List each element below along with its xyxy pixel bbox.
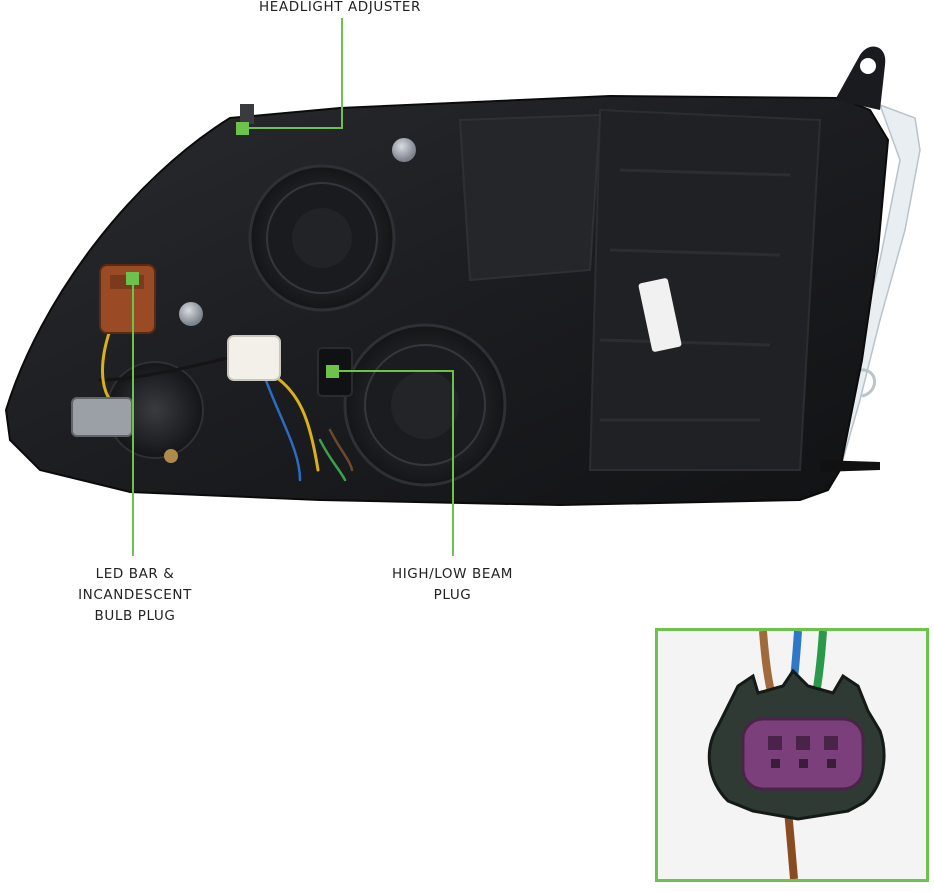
brown-wire [784, 810, 798, 879]
white-plug [227, 335, 281, 381]
connector-closeup-inset [655, 628, 929, 882]
callout-line: INCANDESCENT [78, 587, 192, 603]
callout-leaders [132, 18, 454, 556]
green-square-marker [326, 365, 339, 378]
mounting-bolt [164, 449, 178, 463]
green-square-marker [236, 122, 249, 135]
lower-bulb-socket [343, 323, 507, 487]
three-pin-connector [707, 668, 886, 821]
callout-led-bar-plug: LED BAR & INCANDESCENT BULB PLUG [40, 564, 230, 627]
callout-line: HEADLIGHT ADJUSTER [259, 0, 421, 15]
callout-line: LED BAR & [95, 566, 175, 582]
connector-closeup [707, 631, 886, 879]
adjuster-knob [179, 302, 203, 326]
callout-line: BULB PLUG [94, 608, 176, 624]
headlight-housing [4, 46, 890, 507]
gray-plug [71, 397, 133, 437]
callout-high-low-beam-plug: HIGH/LOW BEAM PLUG [360, 564, 545, 606]
adjuster-knob [392, 138, 416, 162]
callout-line: PLUG [433, 587, 472, 603]
callout-line: HIGH/LOW BEAM [391, 566, 514, 582]
upper-bulb-socket [248, 164, 396, 312]
clear-lens-edge [818, 103, 921, 471]
callout-headlight-adjuster: HEADLIGHT ADJUSTER [190, 0, 490, 18]
adjuster-stub [240, 104, 254, 124]
green-square-marker [126, 272, 139, 285]
